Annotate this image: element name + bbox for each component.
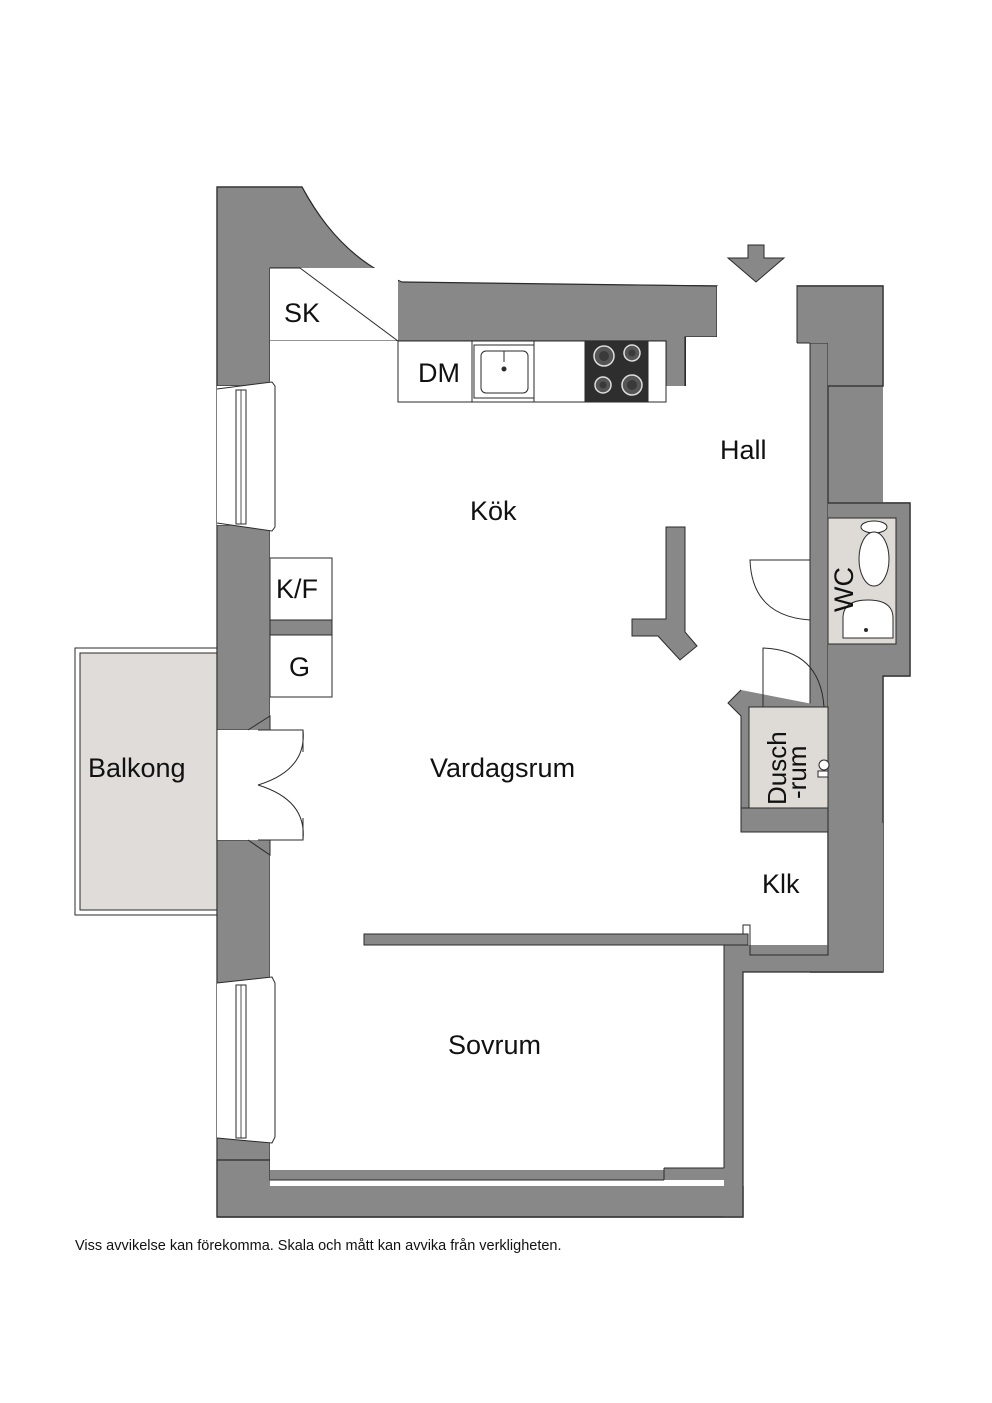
label-wc: WC [829, 567, 859, 612]
label-balkong: Balkong [88, 753, 186, 783]
window-bedroom [216, 976, 276, 1144]
wc-room [827, 517, 897, 645]
label-kf: K/F [276, 574, 318, 604]
door-wc [749, 559, 811, 621]
entrance-arrow-icon [726, 244, 786, 283]
label-sk: SK [284, 298, 320, 328]
shower-room [727, 689, 830, 833]
label-dm: DM [418, 358, 460, 388]
label-sovrum: Sovrum [448, 1030, 541, 1060]
fridge-freezer-cabinet [269, 557, 333, 698]
balcony [74, 647, 218, 916]
kitchen-counter [397, 340, 667, 403]
wall-left-mid [216, 524, 271, 731]
wall-left-low [216, 839, 271, 986]
door-shower [762, 647, 825, 708]
disclaimer-text: Viss avvikelse kan förekomma. Skala och … [75, 1238, 562, 1254]
label-hall: Hall [720, 435, 767, 465]
label-klk: Klk [762, 869, 800, 899]
partition-bedroom [363, 933, 749, 946]
partition-kitchen [631, 526, 698, 661]
label-rum: -rum [782, 746, 812, 799]
label-g: G [289, 652, 310, 682]
window-kitchen [216, 381, 276, 532]
label-kok: Kök [470, 496, 517, 526]
label-vardagsrum: Vardagsrum [430, 753, 575, 783]
balcony-door [216, 715, 304, 856]
label-dusch: Dusch [762, 731, 792, 805]
